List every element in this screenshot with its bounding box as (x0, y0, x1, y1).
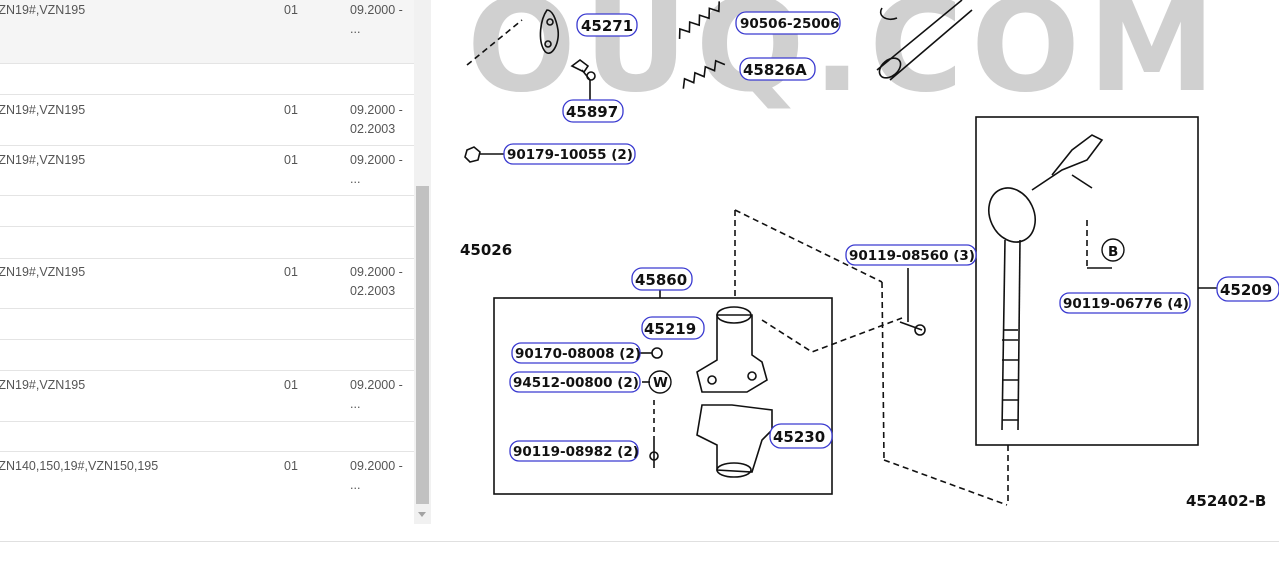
row-model: VZN19#,VZN195 (0, 378, 86, 392)
part-label-45230[interactable]: 45230 (773, 428, 825, 446)
row-quantity: 01 (284, 378, 298, 392)
link-part-shape (539, 9, 560, 55)
row-date-to: ... (350, 478, 361, 492)
part-label-90119-06776[interactable]: 90119-06776 (4) (1063, 296, 1189, 312)
part-label-45897[interactable]: 45897 (566, 103, 618, 121)
row-date-from: 09.2000 - (350, 459, 403, 473)
parts-applicability-table: VZN19#,VZN195 01 09.2000 - ... VZN19#,VZ… (0, 0, 414, 524)
part-label-94512-00800[interactable]: 94512-00800 (2) (513, 375, 639, 391)
row-model: VZN19#,VZN195 (0, 153, 86, 167)
row-quantity: 01 (284, 459, 298, 473)
diagram-canvas: OUQ.COM (460, 0, 1279, 510)
row-date-from: 09.2000 - (350, 378, 403, 392)
row-quantity: 01 (284, 265, 298, 279)
row-date-from: 09.2000 - (350, 3, 403, 17)
row-date-to: 02.2003 (350, 122, 396, 136)
part-label-45219[interactable]: 45219 (644, 320, 696, 338)
table-row[interactable] (0, 64, 414, 95)
figure-code: 452402-B (1186, 492, 1266, 510)
marker-w: W (653, 375, 668, 391)
row-date-from: 09.2000 - (350, 265, 403, 279)
row-date-from: 09.2000 - (350, 153, 403, 167)
row-model: VZN19#,VZN195 (0, 265, 86, 279)
table-row[interactable] (0, 309, 414, 340)
row-date-from: 09.2000 - (350, 103, 403, 117)
table-row[interactable]: VZN140,150,19#,VZN150,195 01 09.2000 - .… (0, 452, 414, 512)
part-label-45209[interactable]: 45209 (1220, 281, 1272, 299)
table-row[interactable]: VZN19#,VZN195 01 09.2000 - ... (0, 146, 414, 196)
assembly-box (975, 116, 1199, 446)
section-divider (0, 541, 1279, 542)
assembly-box (493, 297, 833, 495)
parts-diagram: OUQ.COM (432, 0, 1279, 540)
row-date-to: ... (350, 397, 361, 411)
part-label-45271[interactable]: 45271 (581, 17, 633, 35)
part-label-90506-25006[interactable]: 90506-25006 (740, 16, 840, 32)
row-model: VZN19#,VZN195 (0, 3, 86, 17)
row-date-to: ... (350, 22, 361, 36)
table-row[interactable] (0, 340, 414, 371)
row-quantity: 01 (284, 3, 298, 17)
table-row[interactable]: VZN19#,VZN195 01 09.2000 - 02.2003 (0, 259, 414, 309)
part-label-45860[interactable]: 45860 (635, 271, 687, 289)
scrollbar-thumb[interactable] (416, 186, 429, 504)
table-row[interactable] (0, 422, 414, 452)
row-quantity: 01 (284, 153, 298, 167)
row-quantity: 01 (284, 103, 298, 117)
table-row[interactable]: VZN19#,VZN195 01 09.2000 - ... (0, 371, 414, 422)
part-label-45826a[interactable]: 45826A (743, 61, 807, 79)
part-label-90179-10055[interactable]: 90179-10055 (2) (507, 147, 633, 163)
part-label-90170-08008[interactable]: 90170-08008 (2) (515, 346, 641, 362)
part-label-90119-08982[interactable]: 90119-08982 (2) (513, 444, 639, 460)
table-row[interactable]: VZN19#,VZN195 01 09.2000 - ... (0, 0, 414, 64)
scroll-down-arrow-icon[interactable] (414, 506, 431, 523)
table-row[interactable] (0, 227, 414, 259)
table-row[interactable] (0, 196, 414, 227)
marker-b: B (1108, 244, 1118, 260)
table-scrollbar[interactable] (414, 0, 431, 524)
row-date-to: 02.2003 (350, 284, 396, 298)
part-label-45026: 45026 (460, 241, 512, 259)
row-model: VZN19#,VZN195 (0, 103, 86, 117)
row-date-to: ... (350, 172, 361, 186)
part-label-90119-08560[interactable]: 90119-08560 (3) (849, 248, 975, 264)
table-row[interactable]: VZN19#,VZN195 01 09.2000 - 02.2003 (0, 95, 414, 146)
row-model: VZN140,150,19#,VZN150,195 (0, 459, 159, 473)
